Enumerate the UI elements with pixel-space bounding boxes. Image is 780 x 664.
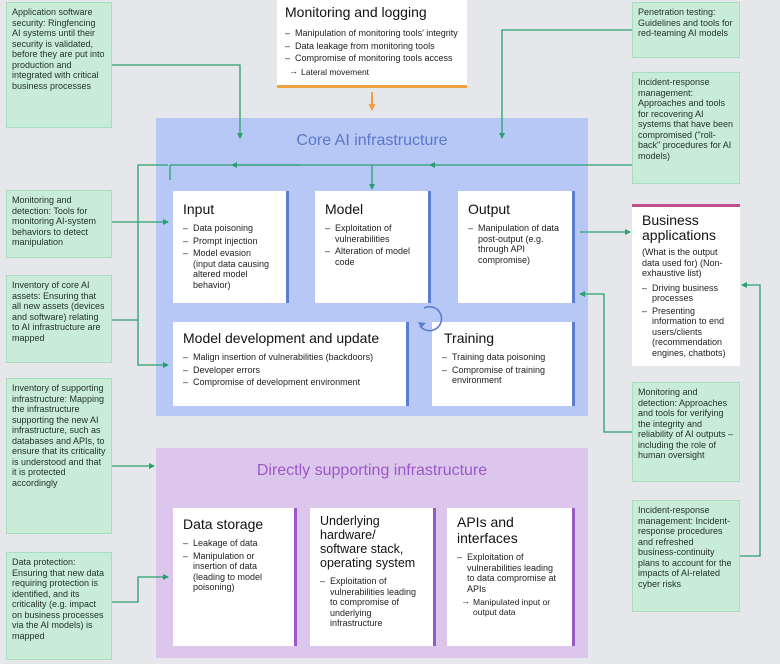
devupdate-item: Compromise of development environment [183, 377, 396, 388]
business-item: Driving business processes [642, 283, 730, 304]
note-inventory-core: Inventory of core AI assets: Ensuring th… [6, 275, 112, 363]
model-title: Model [325, 201, 364, 217]
note-incident-response-1: Incident-response management: Approaches… [632, 72, 740, 184]
arrow-right-icon: → [289, 65, 298, 76]
model-development-card: Model development and update Malign inse… [173, 322, 409, 406]
connector-incident-response-2 [740, 282, 761, 557]
training-card: Training Training data poisoning Comprom… [432, 322, 575, 406]
business-item: Presenting information to end users/clie… [642, 306, 730, 359]
monitoring-item: Data leakage from monitoring tools [285, 41, 459, 52]
note-data-protection: Data protection: Ensuring that new data … [6, 552, 112, 660]
business-applications-card: Business applications (What is the outpu… [632, 204, 740, 366]
data-storage-card: Data storage Leakage of data Manipulatio… [173, 508, 297, 646]
output-item: Manipulation of data post-output (e.g. t… [468, 223, 562, 265]
monitoring-logging-card: Monitoring and logging Manipulation of m… [277, 0, 467, 88]
apis-item: Exploitation of vulnerabilities leading … [457, 552, 562, 594]
arrow-right-icon: → [461, 596, 470, 606]
model-development-title: Model development and update [183, 330, 380, 346]
storage-item: Manipulation or insertion of data (leadi… [183, 551, 284, 593]
note-incident-response-2: Incident-response management: Incident-r… [632, 500, 740, 612]
model-card: Model Exploitation of vulnerabilities Al… [315, 191, 431, 303]
model-item: Alteration of model code [325, 246, 418, 267]
devupdate-item: Developer errors [183, 365, 396, 376]
data-storage-title: Data storage [183, 516, 264, 532]
apis-interfaces-card: APIs and interfaces Exploitation of vuln… [447, 508, 575, 646]
input-item: Prompt injection [183, 236, 276, 247]
monitoring-sub: →Lateral movement [285, 65, 459, 77]
monitoring-sub-text: Lateral movement [301, 66, 370, 77]
business-title: Business applications [642, 212, 716, 243]
business-subtitle: (What is the output data used for) (Non-… [642, 247, 723, 278]
monitoring-item: Compromise of monitoring tools access [285, 53, 459, 64]
note-app-security: Application software security: Ringfenci… [6, 2, 112, 128]
hardware-item: Exploitation of vulnerabilities leading … [320, 576, 423, 629]
training-title: Training [444, 330, 495, 346]
note-pen-testing: Penetration testing: Guidelines and tool… [632, 2, 740, 58]
input-item: Model evasion (input data causing altere… [183, 248, 276, 290]
devupdate-item: Malign insertion of vulnerabilities (bac… [183, 352, 396, 363]
note-monitoring-outputs: Monitoring and detection: Approaches and… [632, 382, 740, 482]
input-card: Input Data poisoning Prompt injection Mo… [173, 191, 289, 303]
monitoring-item: Manipulation of monitoring tools' integr… [285, 28, 459, 39]
apis-title: APIs and interfaces [457, 514, 518, 546]
hardware-stack-card: Underlying hardware/ software stack, ope… [310, 508, 436, 646]
core-region-title: Core AI infrastructure [296, 132, 448, 149]
note-monitoring-detection: Monitoring and detection: Tools for moni… [6, 190, 112, 258]
hardware-title: Underlying hardware/ software stack, ope… [320, 514, 416, 570]
output-title: Output [468, 201, 511, 217]
apis-sub: →Manipulated input or output data [457, 596, 562, 617]
input-item: Data poisoning [183, 223, 276, 234]
training-item: Compromise of training environment [442, 365, 562, 386]
model-item: Exploitation of vulnerabilities [325, 223, 418, 244]
training-item: Training data poisoning [442, 352, 562, 363]
storage-item: Leakage of data [183, 538, 284, 549]
apis-sub-text: Manipulated input or output data [473, 597, 551, 617]
output-card: Output Manipulation of data post-output … [458, 191, 575, 303]
input-title: Input [183, 201, 215, 217]
support-region-title: Directly supporting infrastructure [256, 462, 488, 479]
monitoring-logging-title: Monitoring and logging [285, 4, 427, 20]
note-inventory-support: Inventory of supporting infrastructure: … [6, 378, 112, 534]
